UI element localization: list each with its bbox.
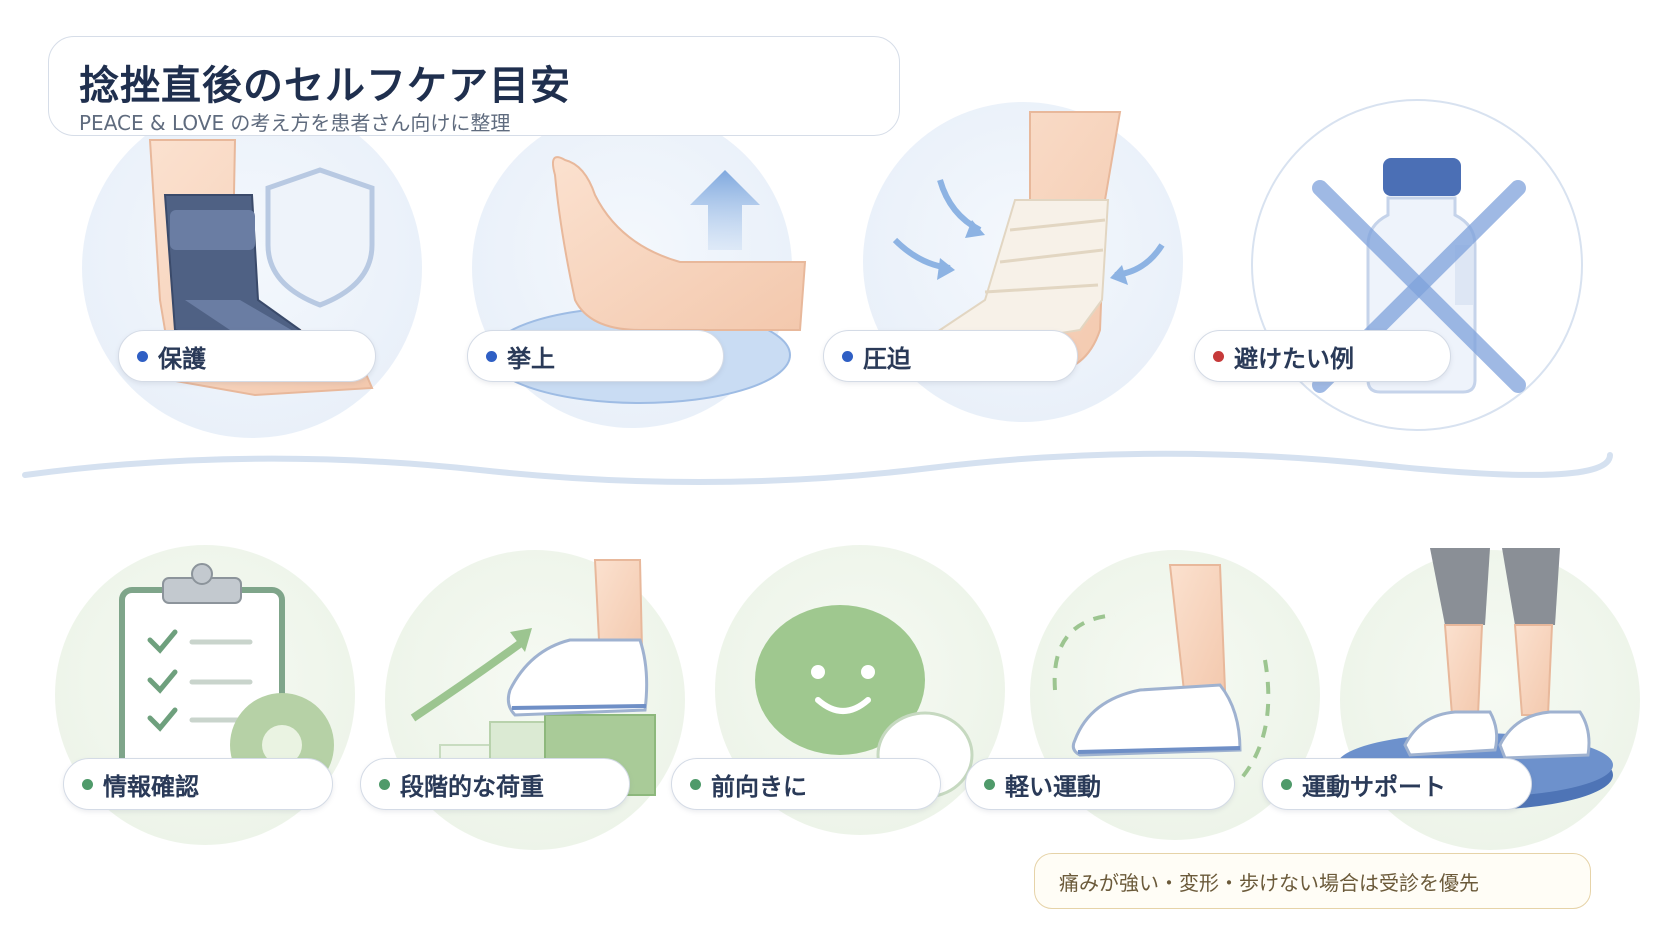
label-support: 運動サポート <box>1262 758 1532 810</box>
label-info-text: 情報確認 <box>103 772 199 801</box>
bullet-dot-green <box>379 778 390 790</box>
bullet-dot-red <box>1213 350 1224 362</box>
label-positive: 前向きに <box>671 758 941 810</box>
label-avoid-text: 避けたい例 <box>1234 344 1354 373</box>
label-elevate-text: 挙上 <box>507 344 555 373</box>
bullet-dot <box>137 350 148 362</box>
bullet-dot-green <box>1281 778 1292 790</box>
label-protect-text: 保護 <box>158 344 206 373</box>
label-protect: 保護 <box>118 330 376 382</box>
label-exercise-text: 軽い運動 <box>1005 772 1101 801</box>
label-elevate: 挙上 <box>467 330 724 382</box>
label-support-text: 運動サポート <box>1302 772 1446 801</box>
label-exercise: 軽い運動 <box>965 758 1235 810</box>
shoe-rotation-icon <box>1052 564 1271 782</box>
caution-note: 痛みが強い・変形・歩けない場合は受診を優先 <box>1034 853 1591 909</box>
bullet-dot <box>486 350 497 362</box>
label-positive-text: 前向きに <box>711 772 807 801</box>
caution-note-text: 痛みが強い・変形・歩けない場合は受診を優先 <box>1059 870 1479 895</box>
bullet-dot-green <box>82 778 93 790</box>
bullet-dot-green <box>984 778 995 790</box>
wave-divider <box>22 450 1613 485</box>
label-compress-text: 圧迫 <box>863 344 911 373</box>
label-avoid: 避けたい例 <box>1194 330 1451 382</box>
title-card: 捻挫直後のセルフケア目安 PEACE & LOVE の考え方を患者さん向けに整理 <box>48 36 900 136</box>
page-title: 捻挫直後のセルフケア目安 <box>79 63 571 109</box>
label-info: 情報確認 <box>63 758 333 810</box>
bullet-dot <box>842 350 853 362</box>
label-load: 段階的な荷重 <box>360 758 630 810</box>
label-compress: 圧迫 <box>823 330 1078 382</box>
page-subtitle: PEACE & LOVE の考え方を患者さん向けに整理 <box>79 111 511 135</box>
label-load-text: 段階的な荷重 <box>400 772 544 801</box>
bullet-dot-green <box>690 778 701 790</box>
